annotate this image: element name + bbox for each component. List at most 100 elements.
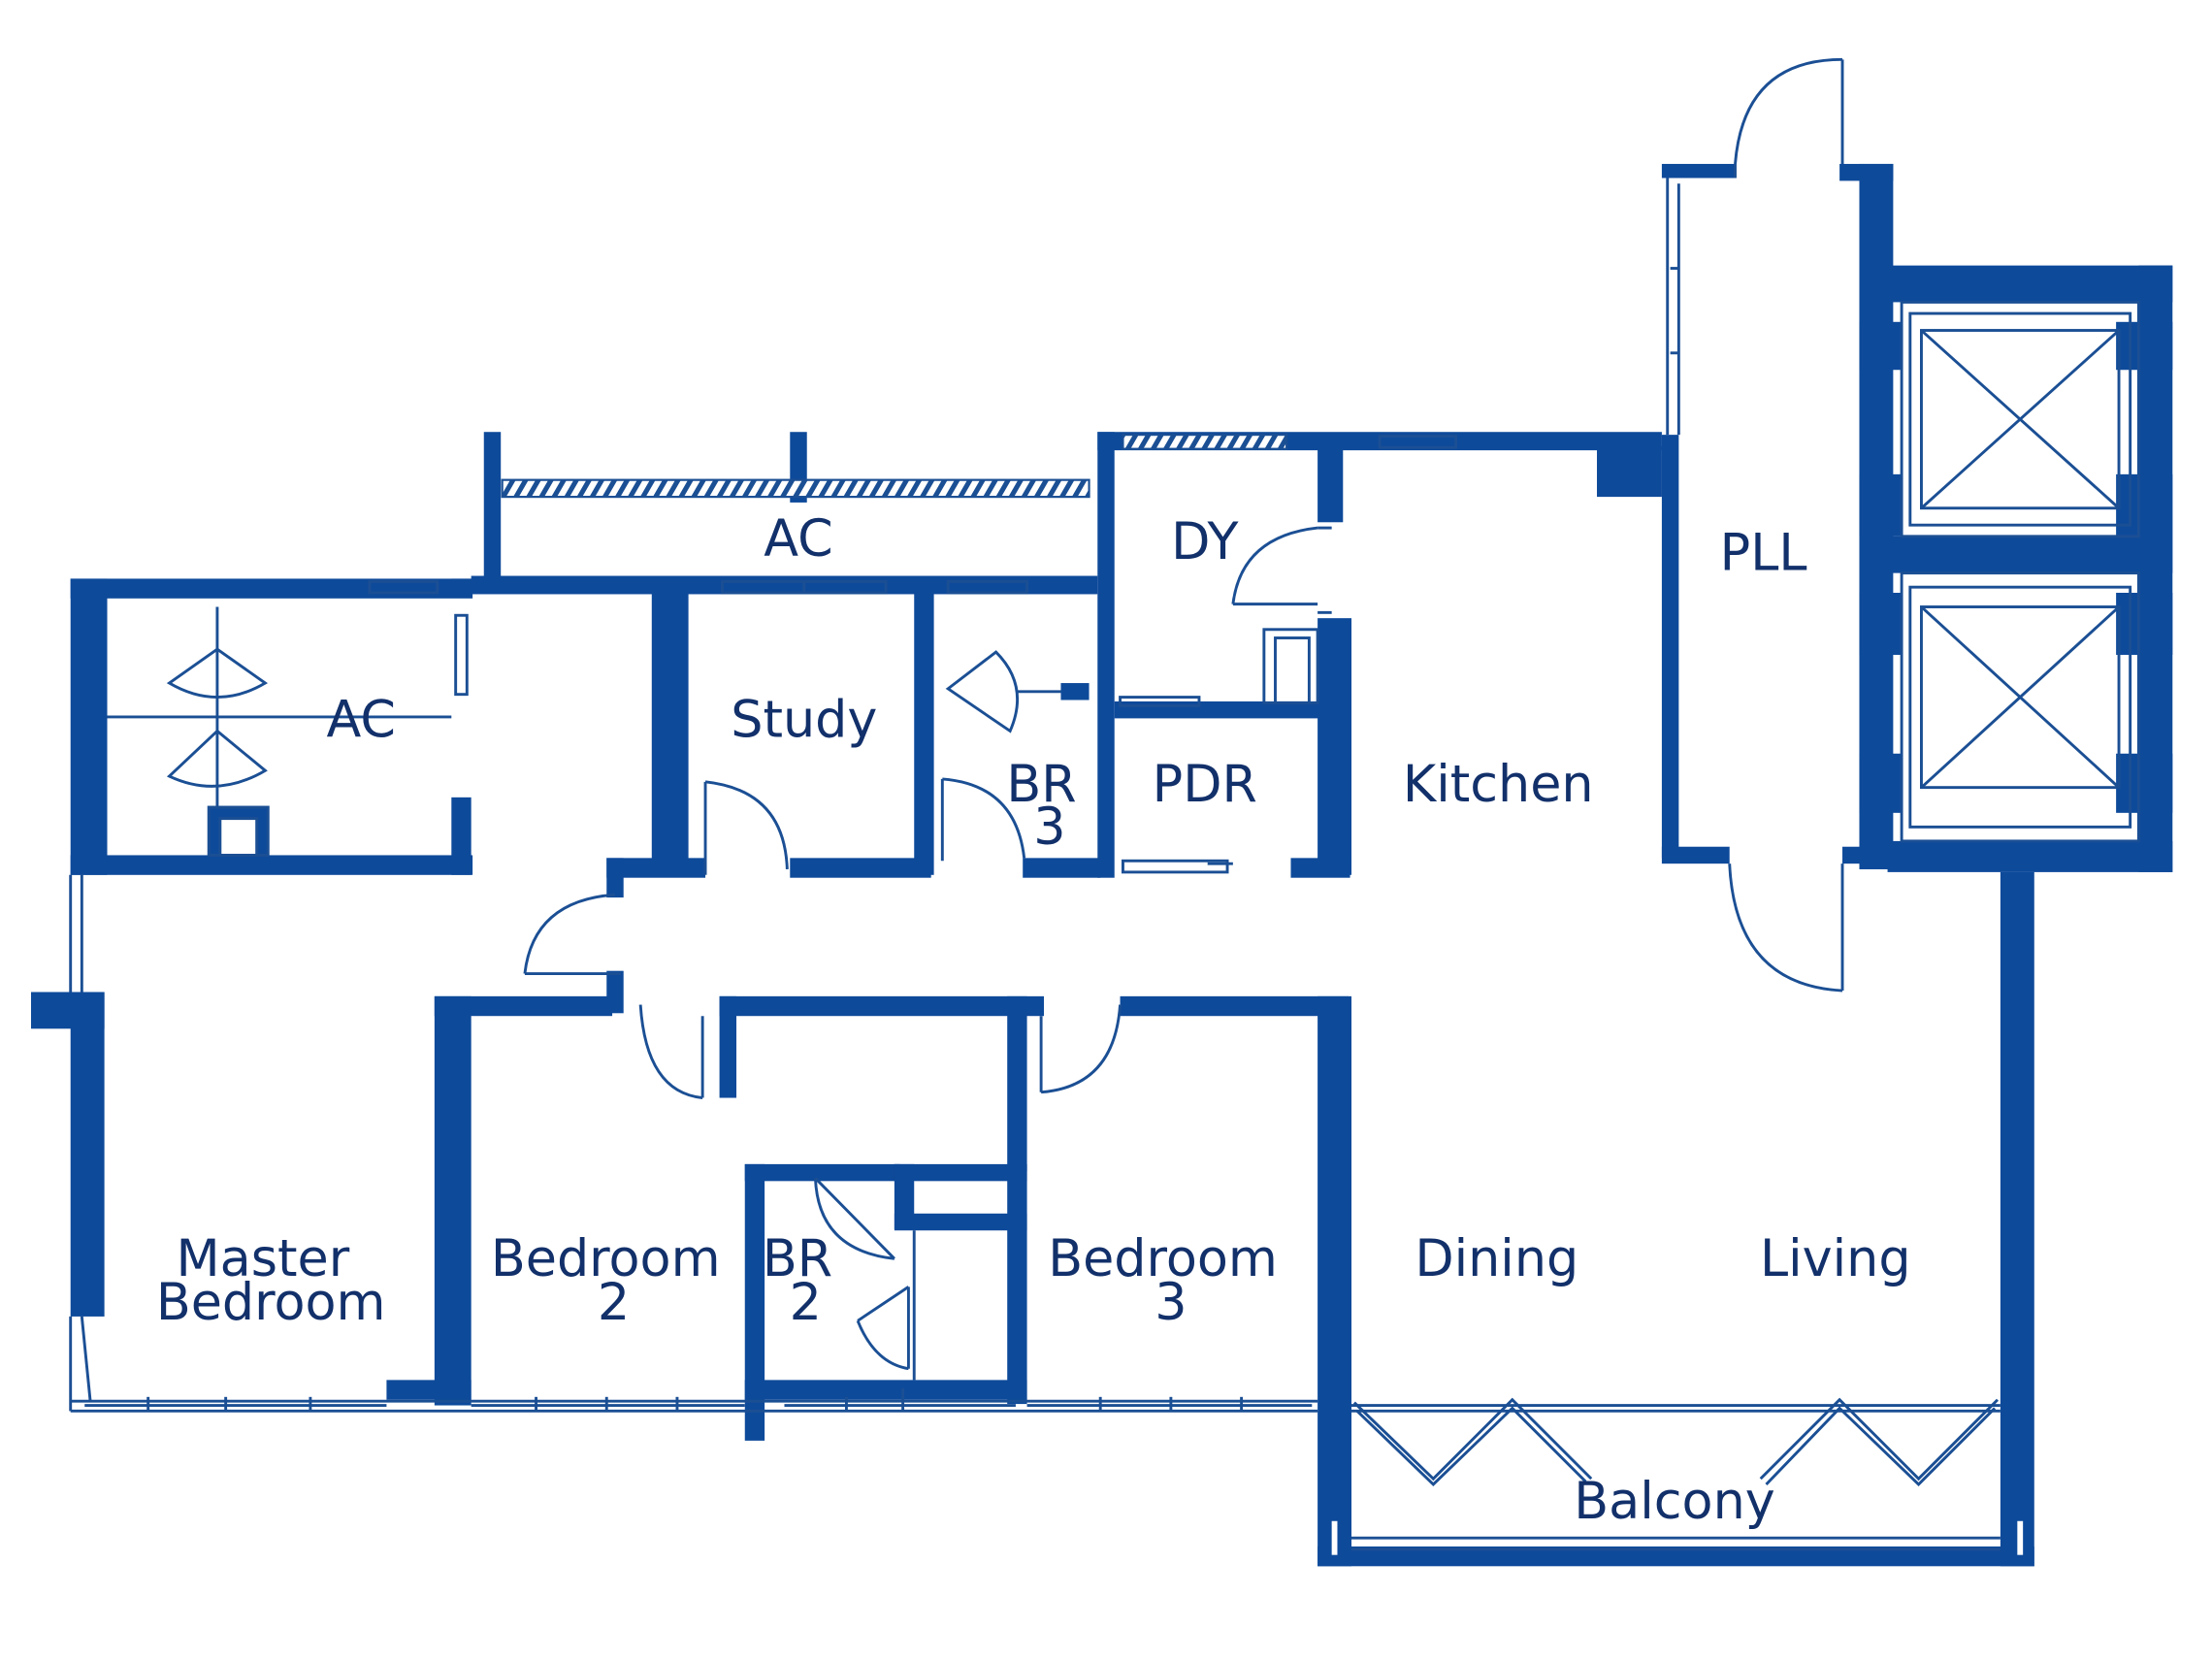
room-label-br2: BR 2 [763, 1229, 849, 1332]
wall [719, 995, 737, 1098]
room-label-ac-left: AC [327, 690, 396, 749]
lift-shaft-x-icon [1900, 571, 2140, 843]
wall [434, 995, 472, 1406]
door-swing-icon [814, 1177, 895, 1260]
wall [70, 855, 473, 875]
folding-door-icon [1352, 1397, 2000, 1487]
lift-shaft-x-icon [1900, 300, 2140, 538]
wall [606, 858, 706, 878]
wall [1290, 858, 1350, 878]
wall [1317, 448, 1344, 523]
wall [1661, 163, 1736, 179]
door-swing-icon [856, 1286, 910, 1371]
wall [1331, 1520, 1338, 1555]
wall [70, 992, 105, 1317]
wall [2116, 321, 2173, 371]
door-swing-icon [523, 893, 621, 976]
room-label-br2-line2: 2 [790, 1273, 822, 1332]
room-label-pdr: PDR [1153, 755, 1257, 814]
room-label-bedroom3-line1: Bedroom [1048, 1229, 1278, 1288]
wall [483, 432, 502, 579]
wall [1007, 995, 1027, 1172]
wall [1887, 265, 2173, 303]
wall [1060, 683, 1090, 700]
wall [1120, 995, 1350, 1017]
wall [1661, 846, 1730, 864]
wall [434, 995, 613, 1017]
ac-fixtures [107, 606, 1319, 857]
wall [1317, 618, 1352, 875]
wall [2116, 592, 2173, 655]
wall [2116, 753, 2173, 813]
room-label-br3-line1: BR [1006, 755, 1076, 814]
wall [744, 1163, 765, 1441]
room-labels: AC AC Study BR 3 DY PDR Kitchen PLL Mast… [156, 509, 1911, 1531]
wall [1317, 1546, 2034, 1567]
room-label-balcony: Balcony [1574, 1472, 1774, 1531]
room-label-bedroom3-line2: 3 [1155, 1273, 1187, 1332]
wall [1859, 473, 1903, 537]
wall [386, 1380, 472, 1400]
wall [894, 1163, 915, 1229]
wall [606, 858, 624, 898]
wall [1887, 840, 2173, 872]
door-swing-icon [940, 777, 1026, 862]
room-label-ac-top: AC [764, 509, 832, 569]
room-label-study: Study [731, 690, 877, 749]
hatched-ledge [501, 478, 1090, 499]
wall [471, 575, 1098, 595]
room-label-dy: DY [1171, 512, 1239, 571]
room-label-bedroom2: Bedroom 2 [491, 1229, 736, 1332]
room-label-br3: BR 3 [1006, 755, 1092, 857]
wall [451, 797, 472, 875]
room-label-living: Living [1760, 1229, 1911, 1288]
wall [1007, 1163, 1027, 1405]
wall [2116, 473, 2173, 537]
room-label-master-bedroom: Master Bedroom [156, 1229, 386, 1332]
wall [1859, 592, 1903, 655]
door-swing-icon [638, 1004, 704, 1099]
room-label-master-bedroom-line1: Master [177, 1229, 350, 1288]
wall [790, 858, 931, 878]
wall [719, 995, 1045, 1017]
door-swing-icon [1728, 863, 1844, 993]
room-label-bedroom2-line2: 2 [598, 1273, 630, 1332]
room-label-bedroom3: Bedroom 3 [1048, 1229, 1293, 1332]
room-label-br2-line1: BR [763, 1229, 832, 1288]
door-swing-icon [1734, 57, 1844, 179]
wall [744, 1163, 900, 1182]
wall [451, 578, 472, 593]
wall [1597, 445, 1662, 498]
wall [744, 1380, 1027, 1400]
doors [523, 57, 1844, 1381]
wall [651, 592, 689, 875]
wall [1097, 432, 1115, 878]
room-label-bedroom2-line1: Bedroom [491, 1229, 721, 1288]
room-label-br3-line2: 3 [1033, 798, 1065, 857]
door-swing-icon [1231, 526, 1332, 614]
room-label-dining: Dining [1415, 1229, 1578, 1288]
windows [69, 178, 2001, 1551]
room-label-master-bedroom-line2: Bedroom [156, 1273, 386, 1332]
hatched-ledge [1122, 434, 1288, 450]
door-swing-icon [1039, 1004, 1122, 1094]
wall [1859, 753, 1903, 813]
wall [1023, 858, 1101, 878]
room-label-kitchen: Kitchen [1403, 755, 1594, 814]
wall [894, 1213, 1027, 1231]
walls [30, 163, 2173, 1567]
wall [2017, 1520, 2024, 1555]
wall [1887, 536, 2173, 573]
wall [70, 578, 108, 875]
wall [1839, 163, 1894, 181]
wall [894, 1163, 1027, 1182]
door-swing-icon [703, 780, 789, 875]
wall [1317, 995, 1352, 1567]
wall [606, 970, 624, 1014]
wall [1661, 435, 1679, 859]
wall [2000, 871, 2034, 1567]
room-label-pll: PLL [1720, 524, 1807, 583]
wall [914, 592, 934, 875]
wall [1859, 321, 1903, 371]
